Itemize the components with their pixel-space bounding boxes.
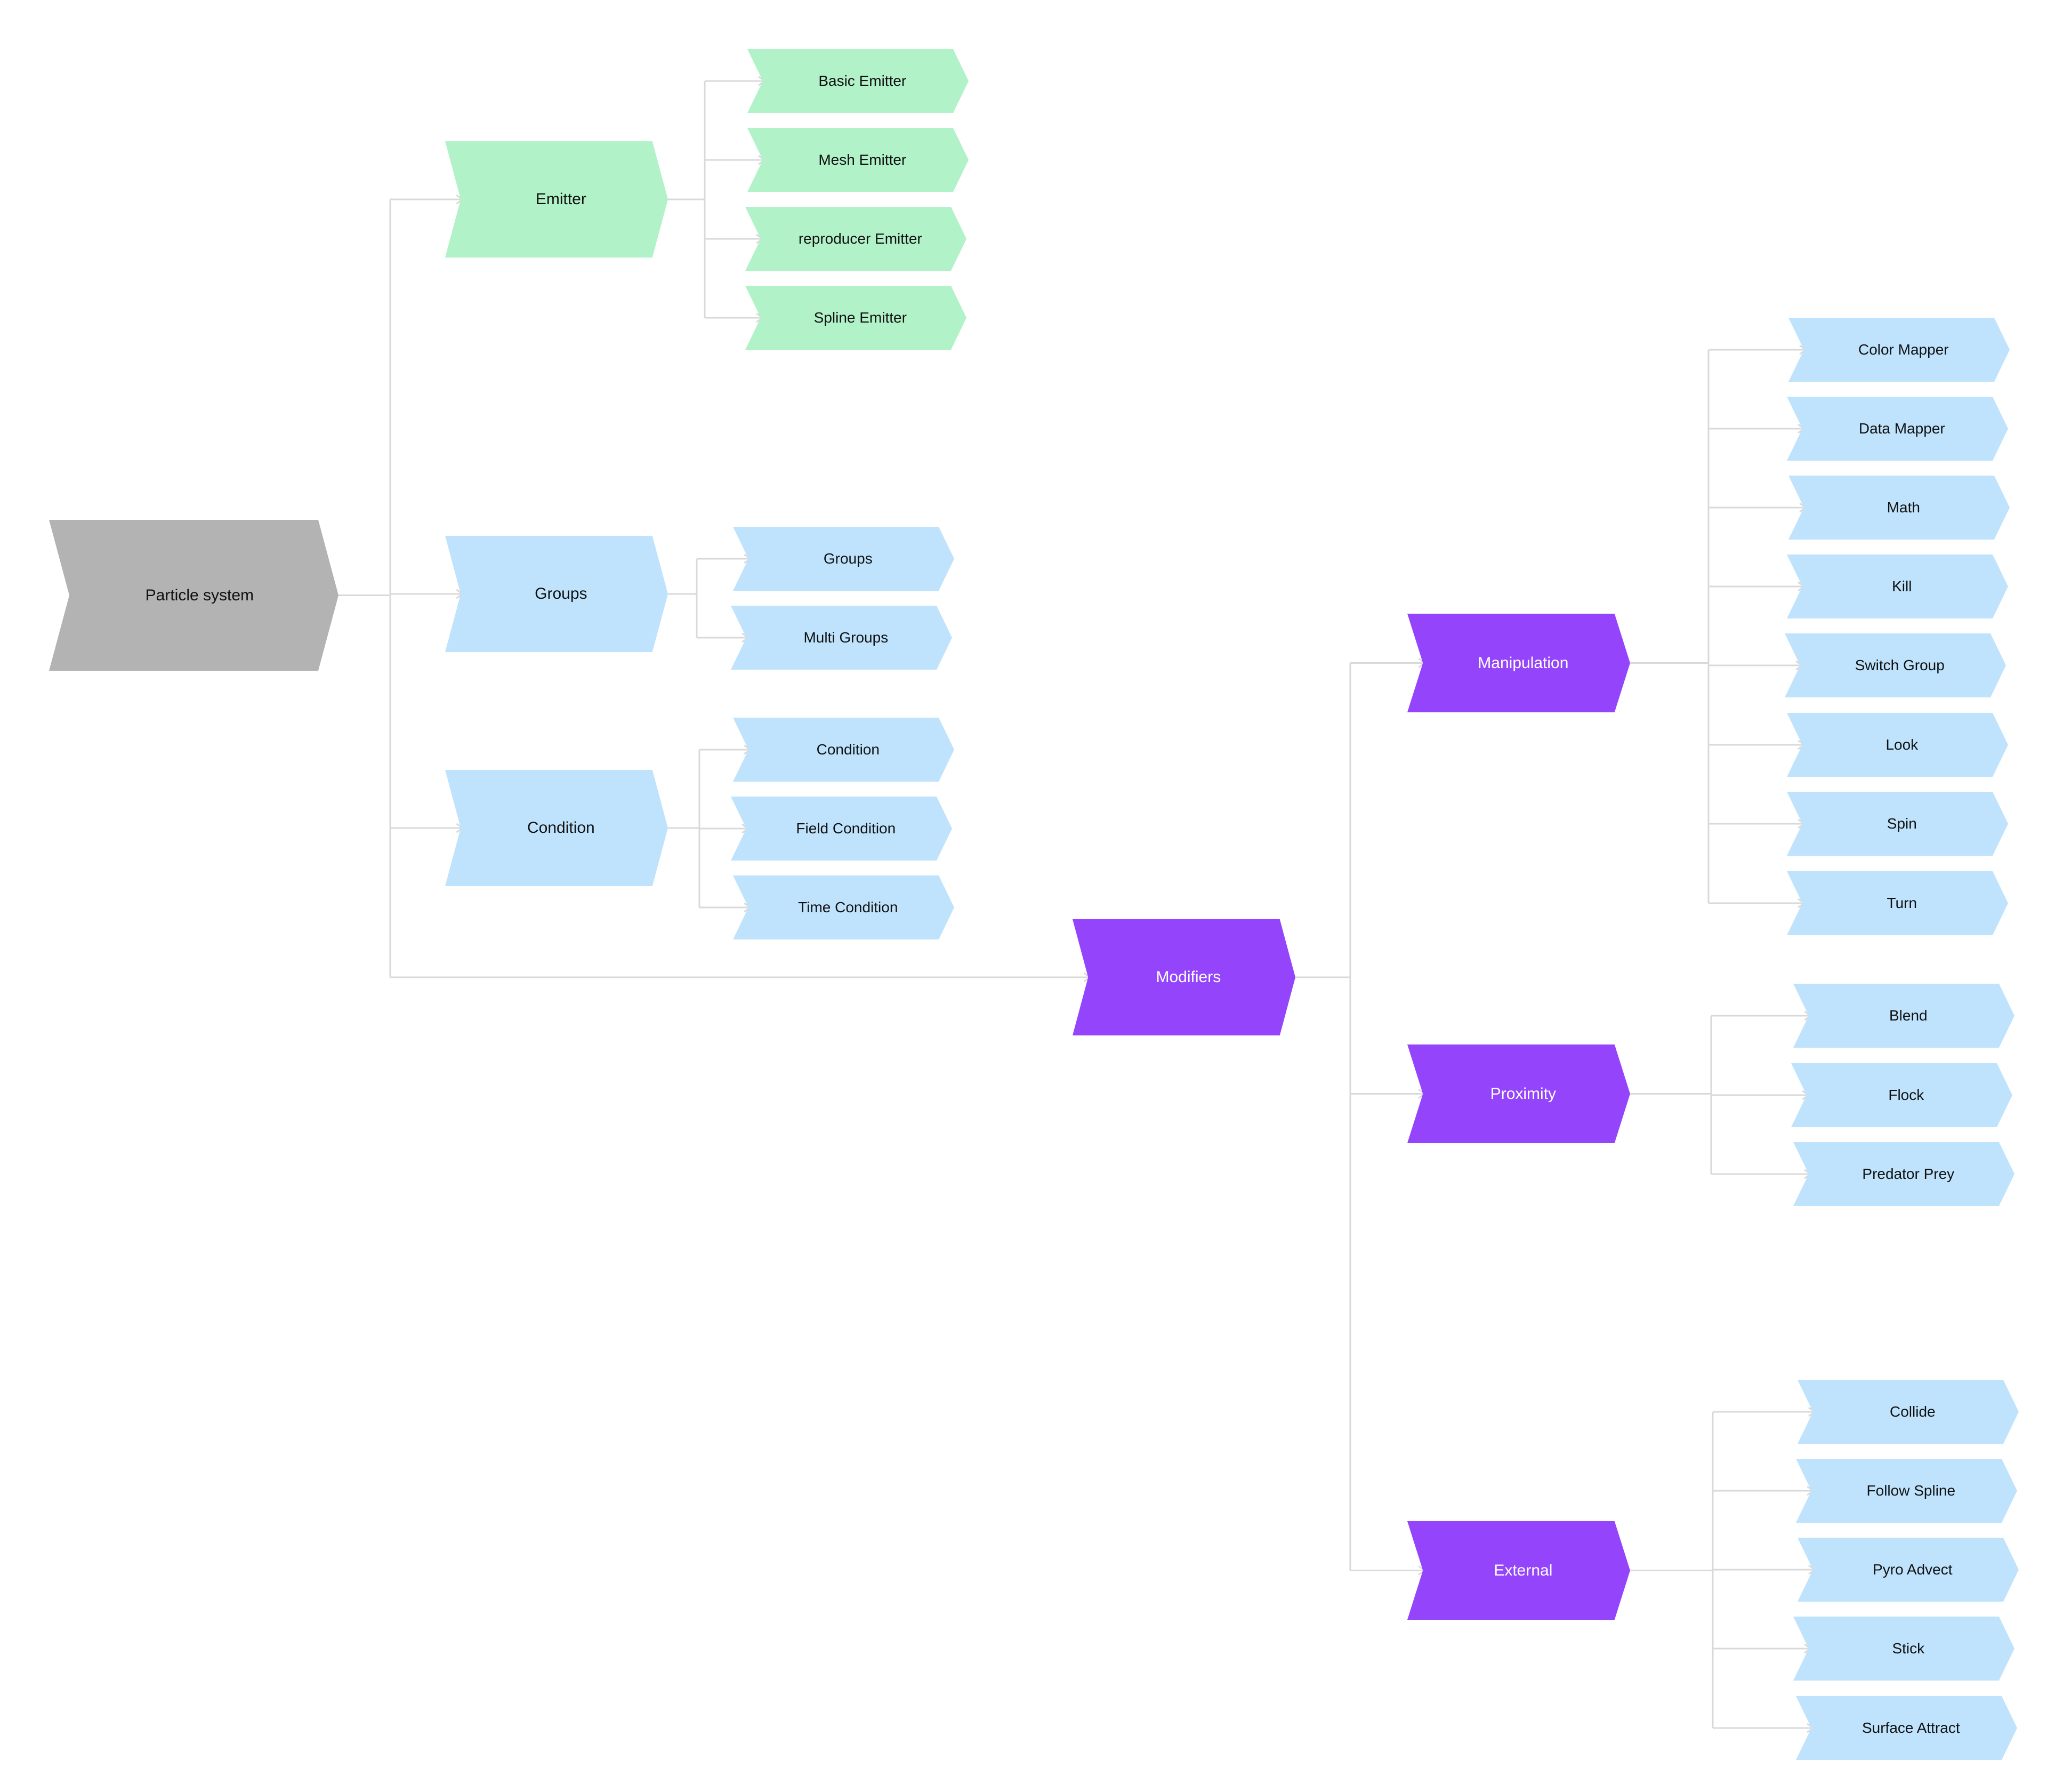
node-label: Time Condition (798, 899, 898, 915)
node-label: Multi Groups (803, 629, 889, 646)
node-condition-r-2-0: Condition (733, 718, 954, 782)
node-label: Manipulation (1478, 654, 1569, 672)
node-label: Kill (1892, 578, 1912, 594)
node-groups-r-1: Groups (445, 536, 668, 652)
node-spin-r-3-0-6: Spin (1787, 792, 2008, 856)
node-mesh-emitter-r-0-1: Mesh Emitter (747, 128, 969, 192)
node-label: Proximity (1490, 1084, 1557, 1103)
node-label: Condition (816, 741, 880, 758)
node-external-r-3-2: External (1407, 1521, 1630, 1620)
node-kill-r-3-0-3: Kill (1787, 555, 2008, 618)
node-multi-groups-r-1-1: Multi Groups (731, 606, 952, 670)
node-label: Emitter (535, 190, 586, 208)
node-label: Spin (1887, 815, 1917, 832)
node-math-r-3-0-2: Math (1788, 476, 2010, 540)
node-emitter-r-0: Emitter (445, 141, 668, 258)
node-turn-r-3-0-7: Turn (1787, 871, 2008, 935)
node-label: Flock (1888, 1087, 1924, 1103)
node-collide-r-3-2-0: Collide (1798, 1380, 2019, 1444)
node-follow-spline-r-3-2-1: Follow Spline (1796, 1459, 2017, 1523)
node-label: Switch Group (1855, 657, 1945, 673)
node-label: Particle system (145, 586, 254, 604)
node-label: Data Mapper (1858, 420, 1945, 437)
node-groups-r-1-0: Groups (733, 527, 954, 591)
node-label: Look (1885, 736, 1919, 753)
node-field-condition-r-2-1: Field Condition (731, 797, 952, 861)
node-data-mapper-r-3-0-1: Data Mapper (1787, 397, 2008, 461)
node-pyro-advect-r-3-2-2: Pyro Advect (1798, 1538, 2019, 1602)
node-label: Blend (1889, 1007, 1928, 1024)
node-condition-r-2: Condition (445, 770, 668, 886)
node-label: Basic Emitter (818, 73, 907, 89)
node-label: reproducer Emitter (798, 230, 922, 247)
node-label: Pyro Advect (1873, 1561, 1953, 1578)
node-time-condition-r-2-2: Time Condition (733, 875, 954, 939)
node-proximity-r-3-1: Proximity (1407, 1044, 1630, 1143)
node-reproducer-emitter-r-0-2: reproducer Emitter (745, 207, 966, 271)
node-label: Predator Prey (1862, 1166, 1955, 1182)
node-label: Stick (1892, 1640, 1925, 1657)
node-label: Math (1887, 499, 1920, 516)
node-label: Field Condition (796, 820, 896, 837)
node-label: Condition (527, 819, 595, 837)
node-label: Follow Spline (1866, 1482, 1956, 1499)
node-switch-group-r-3-0-4: Switch Group (1785, 633, 2006, 697)
node-blend-r-3-1-0: Blend (1793, 984, 2014, 1048)
node-label: Surface Attract (1861, 1719, 1960, 1736)
node-label: Spline Emitter (813, 309, 907, 326)
node-label: Color Mapper (1858, 341, 1949, 358)
node-label: Groups (535, 585, 587, 602)
node-label: External (1494, 1561, 1553, 1579)
node-label: Collide (1889, 1403, 1936, 1420)
node-basic-emitter-r-0-0: Basic Emitter (747, 49, 969, 113)
node-manipulation-r-3-0: Manipulation (1407, 614, 1630, 712)
node-color-mapper-r-3-0-0: Color Mapper (1788, 318, 2010, 382)
node-label: Turn (1887, 895, 1917, 911)
node-look-r-3-0-5: Look (1787, 713, 2008, 777)
node-label: Mesh Emitter (818, 151, 907, 168)
node-label: Modifiers (1156, 968, 1221, 986)
node-stick-r-3-2-3: Stick (1793, 1617, 2014, 1681)
node-surface-attract-r-3-2-4: Surface Attract (1796, 1696, 2017, 1760)
node-spline-emitter-r-0-3: Spline Emitter (745, 286, 966, 350)
node-modifiers-r-3: Modifiers (1073, 919, 1295, 1035)
node-predator-prey-r-3-1-2: Predator Prey (1793, 1142, 2014, 1206)
node-label: Groups (823, 550, 873, 567)
node-flock-r-3-1-1: Flock (1791, 1063, 2012, 1127)
node-particle-system-r: Particle system (49, 520, 339, 671)
